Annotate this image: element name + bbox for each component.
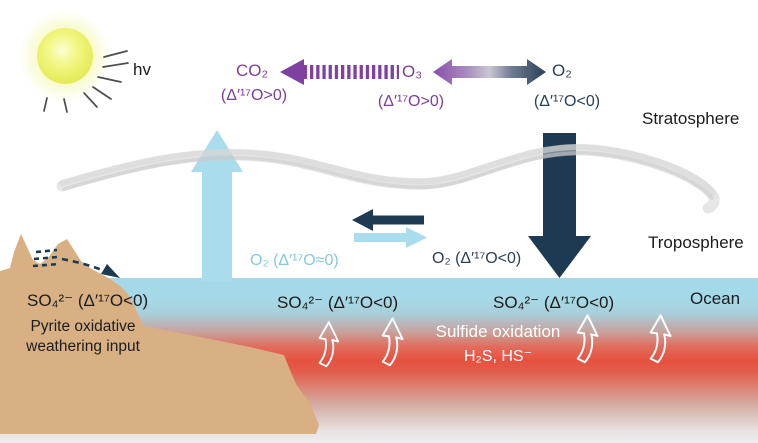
pyrite-line2: weathering input <box>26 338 140 355</box>
sun-icon <box>19 10 129 113</box>
o2-stratosphere-isotope-label: (Δ′¹⁷O<0) <box>533 93 601 110</box>
small-lightblue-right-arrow-icon <box>354 227 427 248</box>
landmass-shape <box>0 234 319 434</box>
sulfide-oxidation-line1: Sulfide oxidation <box>435 322 561 341</box>
hollow-up-arrow-icon <box>318 321 340 368</box>
sun-rays-icon <box>43 50 129 113</box>
co2-isotope-label: (Δ′¹⁷O>0) <box>220 87 288 104</box>
tropopause-wavy-line <box>56 143 720 214</box>
o2-negative-label: O₂ (Δ′¹⁷O<0) <box>432 250 522 267</box>
o2-balanced-label: O₂ (Δ′¹⁷O≈0) <box>250 252 339 269</box>
o3-o2-double-arrow-icon <box>433 59 546 85</box>
hollow-up-arrow-icon <box>649 314 672 364</box>
ocean-to-stratosphere-up-arrow-icon <box>191 130 243 281</box>
stratosphere-region-label: Stratosphere <box>642 109 740 128</box>
weathering-input-dashed-arrow-icon <box>32 248 120 278</box>
stratosphere-to-ocean-down-arrow-icon <box>528 133 591 278</box>
o3-to-co2-striped-arrow-icon <box>280 59 399 85</box>
o2-stratosphere-formula: O₂ <box>552 61 572 80</box>
hv-label: hv <box>133 60 151 79</box>
sulfate-left-label: SO₄²⁻ (Δ′¹⁷O<0) <box>27 291 149 310</box>
o3-isotope-label: (Δ′¹⁷O>0) <box>377 93 445 110</box>
o3-formula: O₃ <box>402 62 423 81</box>
troposphere-region-label: Troposphere <box>648 233 744 252</box>
hollow-up-arrow-icon <box>576 314 599 364</box>
sulfide-oxidation-line2: H₂S, HS⁻ <box>464 348 532 365</box>
sulfate-center-label: SO₄²⁻ (Δ′¹⁷O<0) <box>277 293 399 312</box>
co2-formula: CO₂ <box>236 61 269 80</box>
ocean-region-label: Ocean <box>690 289 741 308</box>
sulfate-right-label: SO₄²⁻ (Δ′¹⁷O<0) <box>493 293 615 312</box>
small-dark-left-arrow-icon <box>352 209 424 231</box>
pyrite-line1: Pyrite oxidative <box>30 318 136 335</box>
hollow-up-arrow-icon <box>381 317 404 367</box>
